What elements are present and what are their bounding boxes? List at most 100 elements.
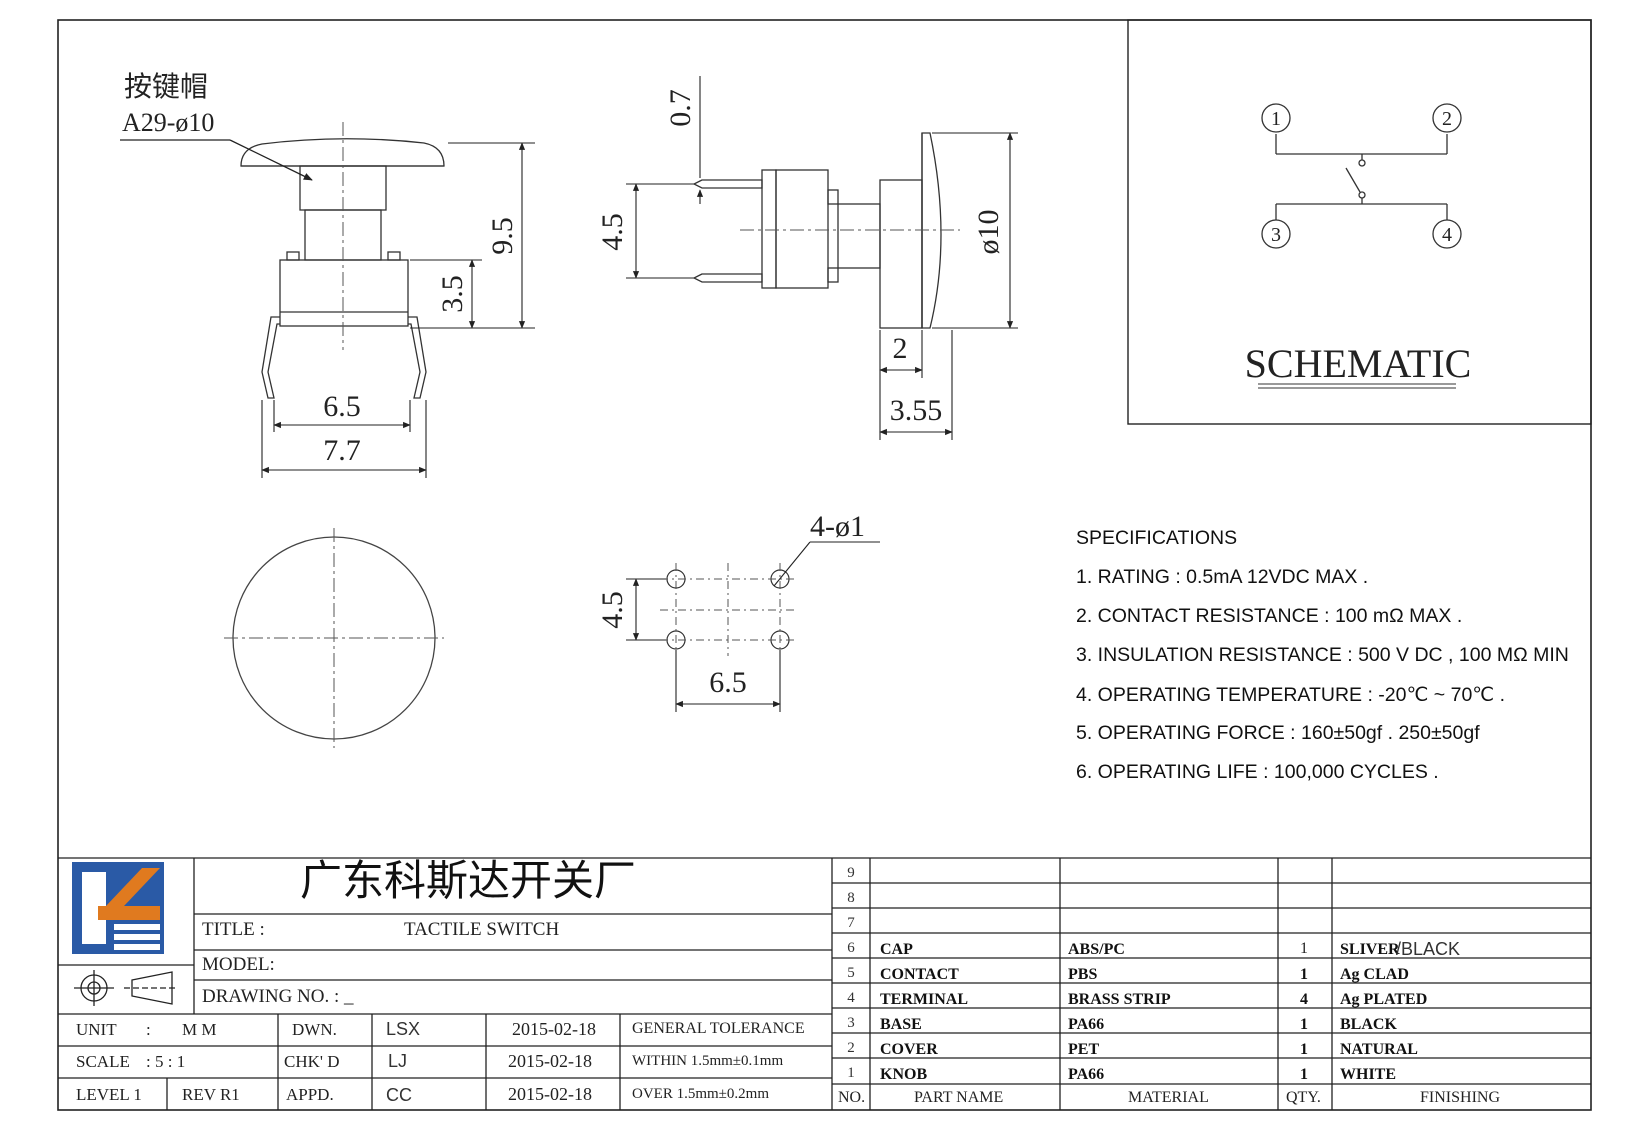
bom-row-4-finish: Ag PLATED	[1340, 991, 1428, 1008]
dim-front-height: 9.5	[486, 217, 519, 255]
bom-row-2-part: COVER	[880, 1041, 938, 1058]
bom-row-6-finish-alt: /BLACK	[1396, 939, 1461, 959]
schematic-circuit	[1261, 103, 1462, 249]
bom-row-1-finish: WHITE	[1340, 1066, 1397, 1083]
bom-row-2-no: 2	[847, 1040, 855, 1056]
schematic-box	[1127, 19, 1592, 425]
bom-row-4-part: TERMINAL	[880, 991, 969, 1008]
appd-date: 2015-02-18	[508, 1084, 592, 1104]
dim-front-width-2: 7.7	[323, 434, 361, 467]
bom-header-material: MATERIAL	[1128, 1089, 1209, 1106]
drawing-no-label: DRAWING NO. : _	[202, 986, 354, 1007]
bom-row-1-part: KNOB	[880, 1066, 928, 1083]
side-dimensions	[626, 76, 1018, 440]
schematic-title: SCHEMATIC	[1245, 341, 1472, 386]
schematic-pin-4: 4	[1442, 224, 1452, 246]
tolerance-label: GENERAL TOLERANCE	[632, 1020, 805, 1037]
bom-row-3-finish: BLACK	[1340, 1016, 1397, 1033]
dim-front-base: 3.5	[436, 275, 469, 313]
bom-row-5-no: 5	[847, 965, 855, 981]
spec-item-5: 5. OPERATING FORCE : 160±50gf . 250±50gf	[1076, 722, 1480, 744]
bom-header-finishing: FINISHING	[1420, 1089, 1500, 1106]
drawing-frame	[57, 19, 1592, 1111]
bom-row-4-material: BRASS STRIP	[1068, 991, 1171, 1008]
bom-header-no: NO.	[838, 1089, 866, 1106]
chk-name: LJ	[388, 1051, 408, 1071]
projection-symbol	[74, 970, 178, 1006]
chk-label: CHK' D	[284, 1052, 340, 1071]
dim-side-top: 0.7	[664, 89, 697, 127]
spec-item-6: 6. OPERATING LIFE : 100,000 CYCLES .	[1076, 761, 1439, 783]
unit-value: M M	[182, 1020, 217, 1039]
dim-hole-width: 6.5	[709, 666, 747, 699]
bom-row-5-material: PBS	[1068, 966, 1098, 983]
spec-item-1: 1. RATING : 0.5mA 12VDC MAX .	[1076, 566, 1369, 588]
hole-layout	[626, 541, 880, 712]
company-logo	[72, 862, 164, 954]
dwn-name: LSX	[386, 1019, 421, 1039]
bom-row-7-no: 7	[847, 915, 855, 931]
company-name: 广东科斯达开关厂	[300, 856, 637, 905]
bom-row-2-material: PET	[1068, 1041, 1100, 1058]
cap-label: 按键帽	[124, 71, 208, 103]
bom-row-6-qty: 1	[1300, 940, 1308, 957]
bom-row-9-no: 9	[847, 865, 855, 881]
cap-leader	[120, 139, 313, 181]
dim-side-w2: 3.55	[890, 394, 943, 427]
level-label: LEVEL 1	[76, 1085, 142, 1104]
rev-label: REV R1	[182, 1085, 240, 1104]
bom-row-2-qty: 1	[1300, 1041, 1308, 1058]
appd-name: CC	[386, 1085, 412, 1105]
spec-item-2: 2. CONTACT RESISTANCE : 100 mΩ MAX .	[1076, 605, 1463, 627]
dim-side-w1: 2	[893, 332, 908, 365]
schematic-pin-2: 2	[1442, 108, 1452, 130]
bom-header-part: PART NAME	[914, 1089, 1004, 1106]
front-dimensions	[261, 142, 535, 478]
dwn-label: DWN.	[292, 1020, 337, 1039]
bom-row-8-no: 8	[847, 890, 855, 906]
bom-row-6-material: ABS/PC	[1068, 941, 1125, 958]
appd-label: APPD.	[286, 1085, 334, 1104]
bom-row-1-qty: 1	[1300, 1066, 1308, 1083]
tolerance-within: WITHIN 1.5mm±0.1mm	[632, 1053, 784, 1069]
bom-header-qty: QTY.	[1286, 1089, 1321, 1106]
chk-date: 2015-02-18	[508, 1051, 592, 1071]
dim-hole-diameter: 4-ø1	[810, 510, 865, 543]
bom-row-3-no: 3	[847, 1015, 855, 1031]
scale-label: SCALE	[76, 1052, 130, 1071]
tolerance-over: OVER 1.5mm±0.2mm	[632, 1086, 769, 1102]
bom-row-4-no: 4	[847, 990, 855, 1006]
top-view	[224, 528, 444, 748]
dim-side-diameter: ø10	[972, 210, 1005, 255]
dim-hole-height: 4.5	[596, 591, 629, 629]
scale-value: : 5 : 1	[146, 1052, 186, 1071]
model-label: MODEL:	[202, 954, 275, 975]
bom-row-3-material: PA66	[1068, 1016, 1105, 1033]
unit-separator: :	[146, 1020, 151, 1039]
title-block-grid	[58, 857, 1591, 1110]
bom-row-1-material: PA66	[1068, 1066, 1105, 1083]
specifications-heading: SPECIFICATIONS	[1076, 527, 1238, 549]
spec-item-4: 4. OPERATING TEMPERATURE : -20℃ ~ 70℃ .	[1076, 684, 1506, 706]
bom-row-3-part: BASE	[880, 1016, 922, 1033]
schematic-pin-1: 1	[1271, 108, 1281, 130]
bom-row-6-part: CAP	[880, 941, 913, 958]
title-value: TACTILE SWITCH	[404, 919, 560, 940]
dwn-date: 2015-02-18	[512, 1019, 596, 1039]
cap-model: A29-ø10	[122, 108, 214, 137]
dim-front-width-1: 6.5	[323, 390, 361, 423]
dim-side-pin: 4.5	[596, 213, 629, 251]
unit-label: UNIT	[76, 1020, 117, 1039]
bom-row-6-finish: SLIVER	[1340, 941, 1400, 958]
spec-item-3: 3. INSULATION RESISTANCE : 500 V DC , 10…	[1076, 644, 1569, 666]
bom-row-1-no: 1	[847, 1065, 855, 1081]
bom-row-6-no: 6	[847, 940, 855, 956]
bom-row-5-qty: 1	[1300, 966, 1308, 983]
title-label: TITLE :	[202, 919, 265, 940]
bom-row-4-qty: 4	[1300, 991, 1308, 1008]
schematic-pin-3: 3	[1271, 224, 1281, 246]
bom-row-3-qty: 1	[1300, 1016, 1308, 1033]
bom-row-5-finish: Ag CLAD	[1340, 966, 1409, 983]
bom-row-5-part: CONTACT	[880, 966, 959, 983]
